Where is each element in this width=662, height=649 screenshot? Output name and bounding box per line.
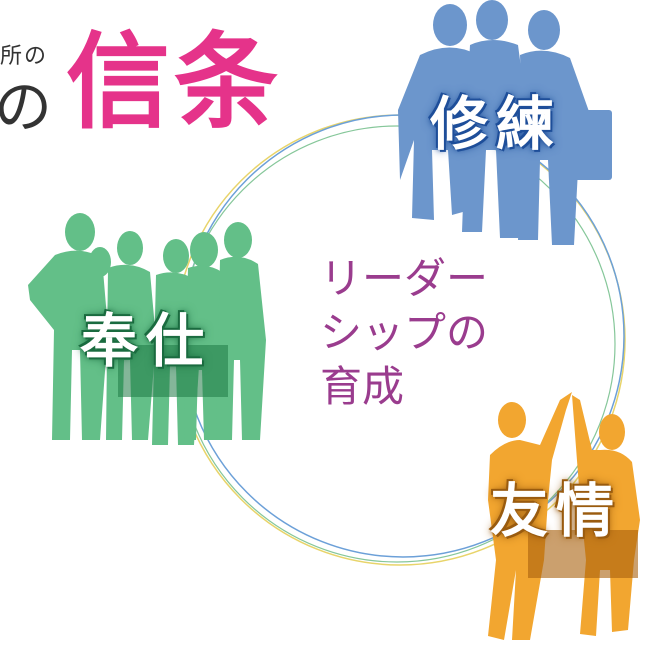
green-people-silhouette	[28, 213, 266, 445]
label-yuujou: 友情	[490, 477, 623, 545]
page-title: 信条	[66, 20, 283, 143]
label-houshi: 奉仕	[80, 307, 213, 375]
center-message: リーダー シップの 育成	[320, 252, 510, 414]
orange-people-silhouette	[488, 392, 640, 640]
title-prefix: 所の	[0, 44, 49, 69]
center-line-3: 育成	[320, 362, 405, 411]
blue-people-silhouette	[398, 0, 612, 245]
center-line-1: リーダー	[320, 254, 489, 303]
title-particle: の	[0, 73, 53, 141]
center-line-2: シップの	[320, 308, 489, 357]
label-shuren: 修練	[430, 90, 563, 158]
